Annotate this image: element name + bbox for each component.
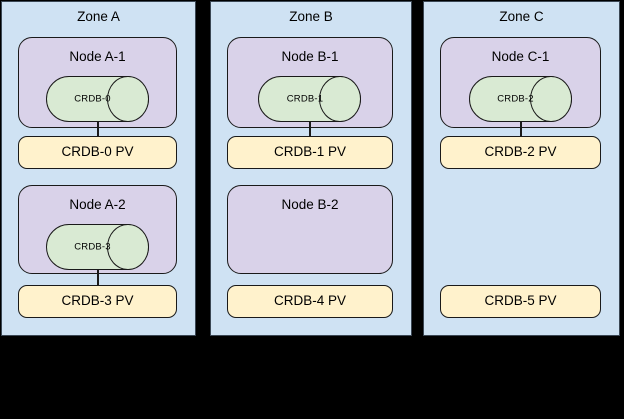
connector-node-c1-to-pv	[519, 121, 522, 136]
node-b-2-label: Node B-2	[281, 197, 339, 212]
zone-a-label: Zone A	[77, 9, 120, 24]
cylinder-cap-icon	[106, 75, 149, 123]
pod-crdb-1-cylinder: CRDB-1	[258, 75, 362, 123]
zone-c: Zone C Node C-1 CRDB-2 CRDB-2 PV CRDB-5 …	[423, 1, 620, 336]
node-a-2-label: Node A-2	[69, 197, 126, 212]
pod-crdb-2-label: CRDB-2	[497, 93, 534, 105]
pv-crdb-5: CRDB-5 PV	[440, 285, 601, 318]
zone-c-label: Zone C	[499, 9, 544, 24]
node-b-2: Node B-2	[227, 185, 393, 274]
node-b-1-label: Node B-1	[281, 49, 339, 64]
node-b-1: Node B-1 CRDB-1	[227, 37, 393, 128]
pv-crdb-1: CRDB-1 PV	[227, 136, 393, 169]
pod-crdb-2-cylinder: CRDB-2	[468, 75, 572, 123]
node-c-1: Node C-1 CRDB-2	[440, 37, 601, 128]
pod-crdb-0-cylinder: CRDB-0	[45, 75, 149, 123]
pod-crdb-0-label: CRDB-0	[74, 93, 111, 105]
pv-crdb-0: CRDB-0 PV	[18, 136, 177, 169]
pv-crdb-3: CRDB-3 PV	[18, 285, 177, 318]
node-a-1: Node A-1 CRDB-0	[18, 37, 177, 128]
cylinder-cap-icon	[106, 223, 149, 271]
pv-crdb-4: CRDB-4 PV	[227, 285, 393, 318]
cylinder-cap-icon	[529, 75, 572, 123]
node-a-2: Node A-2 CRDB-3	[18, 185, 177, 274]
pod-crdb-3-cylinder: CRDB-3	[45, 223, 149, 271]
zone-a: Zone A Node A-1 CRDB-0 CRDB-0 PV Node A-…	[1, 1, 196, 336]
connector-node-a1-to-pv	[96, 121, 99, 136]
pod-crdb-1-label: CRDB-1	[286, 93, 324, 105]
pod-crdb-3-label: CRDB-3	[74, 241, 111, 253]
connector-node-a2-to-pv	[96, 269, 99, 285]
zone-b: Zone B Node B-1 CRDB-1 CRDB-1 PV Node B-…	[210, 1, 412, 336]
cylinder-cap-icon	[319, 75, 362, 123]
node-c-1-label: Node C-1	[491, 49, 550, 64]
pv-crdb-2: CRDB-2 PV	[440, 136, 601, 169]
zone-b-label: Zone B	[289, 9, 333, 24]
connector-node-b1-to-pv	[309, 121, 311, 136]
node-a-1-label: Node A-1	[69, 49, 126, 64]
